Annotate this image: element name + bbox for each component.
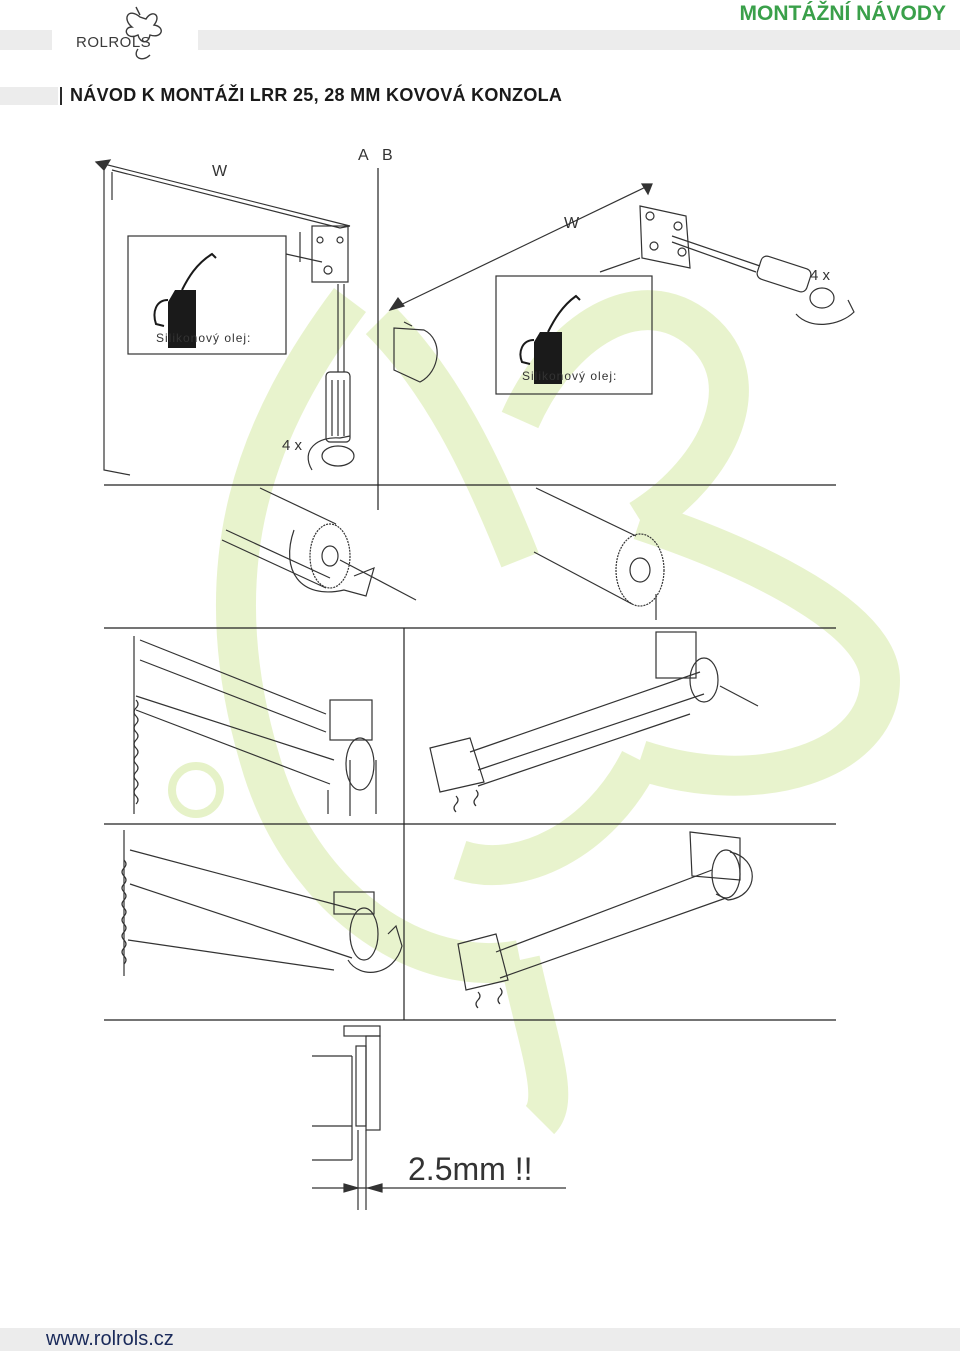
count-label-right: 4 x [810,267,831,284]
step3-left-drawing [133,636,377,816]
step3-right-drawing [429,631,759,813]
oil-label-right: Silikonový olej: [522,369,617,383]
step2-left-drawing [221,487,417,601]
count-label-left: 4 x [282,437,303,454]
oil-can-left-icon [153,252,217,348]
header-bar-left [0,30,52,50]
footer-bar [0,1328,960,1351]
label-b: B [382,147,393,164]
step4-right-drawing [457,831,753,1009]
page-title-marker [60,87,62,105]
step4-left-drawing [121,830,403,976]
label-w-left: W [212,163,228,180]
oil-can-right-icon [519,294,581,384]
label-w-right: W [564,215,580,232]
rolrols-logo [125,6,162,60]
footer-url[interactable]: www.rolrols.cz [46,1328,174,1350]
oil-inset-right [495,275,653,395]
page-title: NÁVOD K MONTÁŽI LRR 25, 28 MM KOVOVÁ KON… [70,85,563,105]
step1-left-drawing [94,159,355,476]
label-a: A [358,147,369,164]
logo-text: ROLROLS [76,34,152,51]
section-heading: MONTÁŽNÍ NÁVODY [739,2,947,25]
gap-label: 2.5mm !! [408,1151,532,1187]
header-bar-right [198,30,960,50]
registered-mark [168,762,224,818]
step1-right-drawing [388,183,855,383]
title-bar [0,87,58,105]
step6-drawing [312,1025,566,1210]
oil-label-left: Silikonový olej: [156,331,251,345]
oil-inset-left [127,235,287,355]
watermark-butterfly [215,288,901,1135]
step2-right-drawing [533,487,665,620]
